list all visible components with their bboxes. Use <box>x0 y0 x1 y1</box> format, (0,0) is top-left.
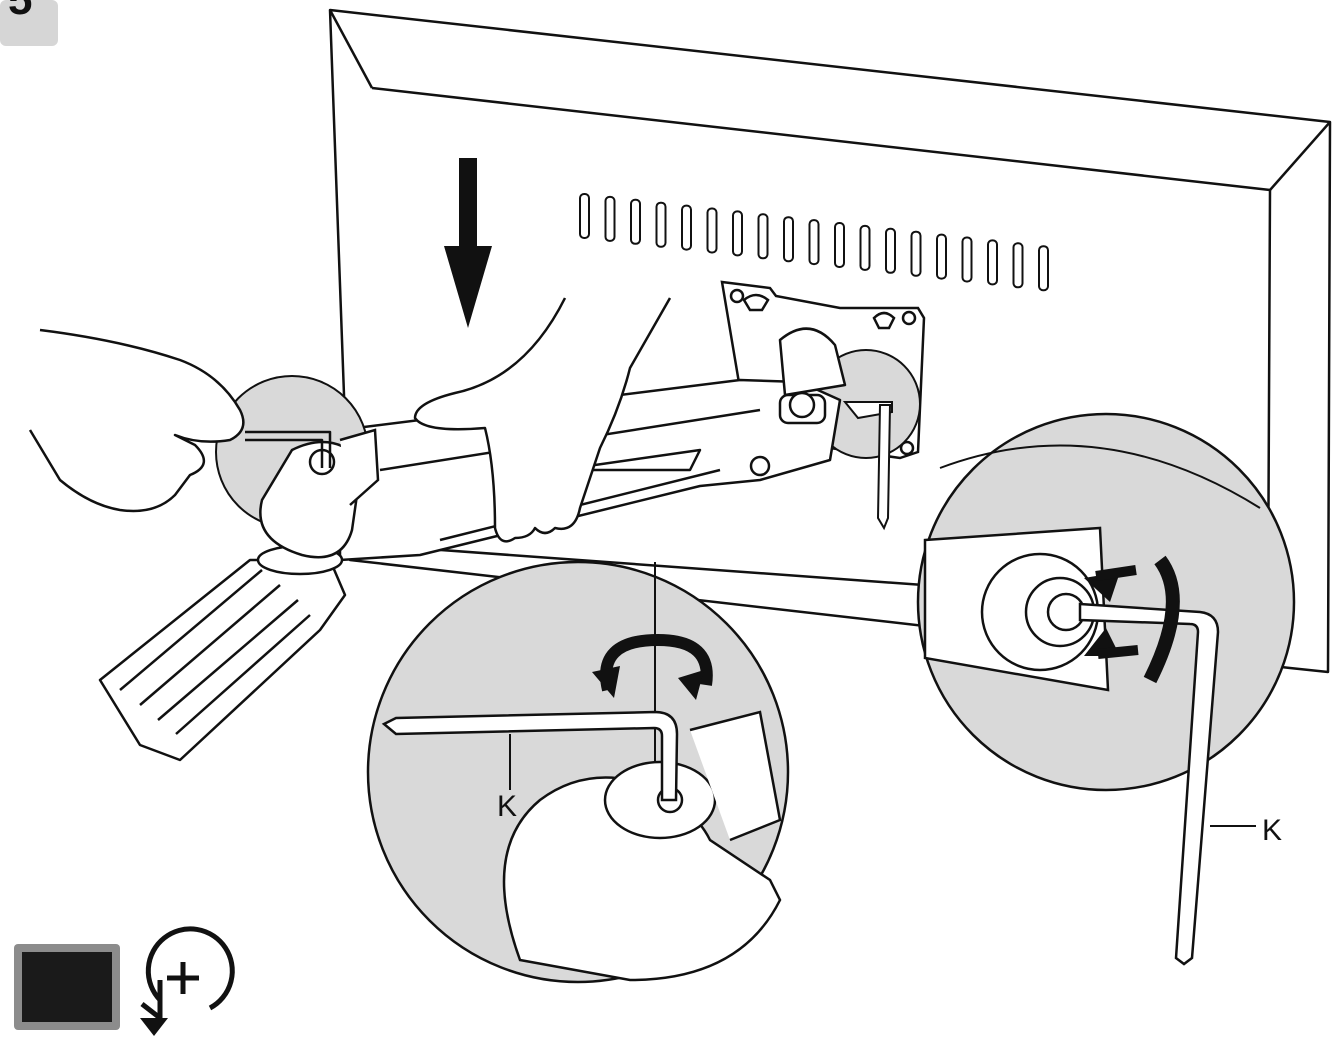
vent-slot <box>681 204 692 251</box>
hex-key <box>381 710 679 802</box>
vent-slot <box>987 239 998 286</box>
vent-slots <box>579 193 1049 292</box>
right-hand <box>413 297 672 543</box>
vent-slot <box>630 198 641 245</box>
vent-slot <box>885 227 896 274</box>
vent-slot <box>655 201 667 248</box>
key-label-right: K <box>1262 814 1282 847</box>
vesa-screw-detail: K <box>916 412 1296 966</box>
step-number: 5 <box>8 0 32 24</box>
vent-slot <box>961 236 973 283</box>
vent-slot <box>859 224 871 271</box>
vent-slot <box>1012 242 1024 289</box>
vent-slot <box>1038 245 1049 292</box>
vent-slot <box>732 210 743 257</box>
monitor-icon <box>14 944 120 1030</box>
vent-slot <box>834 222 845 268</box>
down-arrow-icon <box>444 158 492 328</box>
vent-slot <box>808 219 820 266</box>
vent-slot <box>706 207 718 254</box>
lower-arm <box>98 544 347 762</box>
vent-slot <box>910 230 922 277</box>
vent-slot <box>604 195 616 242</box>
step-badge: 5 <box>0 0 58 46</box>
vent-slot <box>936 233 947 280</box>
rotate-arrows-icon <box>592 633 713 700</box>
left-hand <box>28 328 332 513</box>
tilt-adjust-detail: K <box>366 560 790 984</box>
hex-key-right <box>1078 602 1220 966</box>
rotate-plus-icon <box>140 926 235 1036</box>
vent-slot <box>757 213 769 260</box>
vent-slot <box>783 216 794 263</box>
key-label-left: K <box>497 790 517 823</box>
vent-slot <box>579 193 590 239</box>
